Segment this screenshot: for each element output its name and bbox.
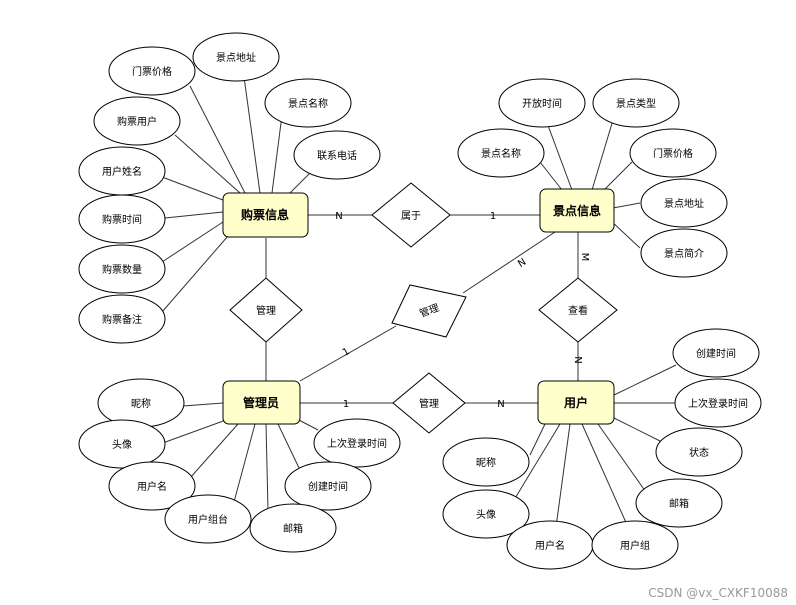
attr-ticket-price: 门票价格	[108, 46, 196, 96]
svg-text:头像: 头像	[476, 509, 496, 521]
attr-user-status: 状态	[655, 427, 743, 477]
attr-spot-ticket-price: 门票价格	[629, 128, 717, 178]
rel-manage-user: 管理	[392, 372, 466, 434]
svg-text:购票时间: 购票时间	[102, 213, 142, 226]
card-admin-manage-user: 1	[343, 399, 349, 410]
svg-text:上次登录时间: 上次登录时间	[327, 437, 387, 450]
svg-text:昵称: 昵称	[131, 397, 151, 410]
svg-text:景点类型: 景点类型	[616, 97, 656, 110]
attr-user-group: 用户组	[591, 520, 679, 570]
svg-text:景点名称: 景点名称	[288, 97, 328, 110]
card-ticket-belongs: N	[335, 211, 342, 222]
svg-text:创建时间: 创建时间	[308, 480, 348, 493]
svg-text:用户名: 用户名	[137, 480, 167, 493]
card-belongs-spot: 1	[490, 211, 496, 222]
attr-user-created: 创建时间	[672, 328, 760, 378]
attr-spot-open-time: 开放时间	[498, 78, 586, 128]
attr-user-username: 用户名	[506, 520, 594, 570]
rel-belongs: 属于	[371, 182, 451, 248]
attr-admin-user-group: 用户组台	[164, 494, 252, 544]
card-spot-view: M	[579, 253, 590, 262]
attr-admin-created: 创建时间	[284, 461, 372, 511]
attr-ticket-remark: 购票备注	[78, 294, 166, 344]
svg-text:景点简介: 景点简介	[664, 247, 704, 260]
attr-ticket-quantity: 购票数量	[78, 244, 166, 294]
ticket-attributes: 门票价格 景点地址 景点名称 购票用户 联系电话 用户姓名 购票时间 购票数量 …	[78, 32, 381, 344]
attr-spot-address: 景点地址	[640, 178, 728, 228]
admin-attributes: 昵称 头像 用户名 上次登录时间 创建时间 用户组台 邮箱	[78, 378, 401, 553]
attr-ticket-phone: 联系电话	[293, 130, 381, 180]
svg-text:开放时间: 开放时间	[522, 97, 562, 110]
attr-admin-avatar: 头像	[78, 419, 166, 469]
attr-spot-type: 景点类型	[592, 78, 680, 128]
attr-ticket-time: 购票时间	[78, 194, 166, 244]
attr-spot-intro: 景点简介	[640, 228, 728, 278]
svg-text:购票备注: 购票备注	[102, 313, 142, 326]
attr-user-avatar: 头像	[442, 489, 530, 539]
card-view-user: N	[572, 356, 583, 363]
attr-admin-nickname: 昵称	[97, 378, 185, 428]
entities: 购票信息 景点信息 管理员 用户	[222, 188, 615, 425]
entity-spot-info: 景点信息	[539, 188, 615, 233]
attr-admin-email: 邮箱	[249, 503, 337, 553]
svg-text:联系电话: 联系电话	[317, 149, 357, 162]
attr-user-email: 邮箱	[635, 478, 723, 528]
attr-ticket-user-name: 用户姓名	[78, 146, 166, 196]
entity-user: 用户	[537, 380, 615, 425]
svg-text:门票价格: 门票价格	[653, 147, 693, 160]
svg-text:昵称: 昵称	[476, 456, 496, 469]
attr-user-last-login: 上次登录时间	[674, 378, 762, 428]
svg-text:购票数量: 购票数量	[102, 263, 142, 276]
svg-text:用户组: 用户组	[620, 539, 650, 552]
svg-text:查看: 查看	[568, 304, 588, 317]
attr-admin-last-login: 上次登录时间	[313, 418, 401, 468]
svg-text:门票价格: 门票价格	[132, 65, 172, 78]
svg-text:购票用户: 购票用户	[117, 115, 157, 128]
card-spot-manage: N	[516, 257, 528, 270]
svg-text:景点名称: 景点名称	[481, 147, 521, 160]
card-manage-admin: 1	[341, 346, 352, 359]
user-attributes: 创建时间 上次登录时间 状态 昵称 头像 邮箱 用户名 用户组	[442, 328, 762, 570]
svg-text:管理员: 管理员	[243, 395, 279, 410]
svg-text:购票信息: 购票信息	[241, 207, 289, 222]
svg-text:用户姓名: 用户姓名	[102, 165, 142, 178]
svg-text:邮箱: 邮箱	[283, 522, 303, 535]
svg-text:景点地址: 景点地址	[216, 51, 256, 64]
svg-text:景点信息: 景点信息	[553, 203, 601, 218]
attr-ticket-spot-address: 景点地址	[192, 32, 280, 82]
attr-spot-name: 景点名称	[457, 128, 545, 178]
attr-user-nickname: 昵称	[442, 437, 530, 487]
rel-manage-spot: 管理	[391, 284, 467, 338]
spot-attributes: 开放时间 景点类型 景点名称 门票价格 景点地址 景点简介	[457, 78, 728, 278]
rel-view: 查看	[538, 277, 618, 343]
svg-text:邮箱: 邮箱	[669, 497, 689, 510]
svg-text:景点地址: 景点地址	[664, 197, 704, 210]
connector-lines	[159, 76, 678, 528]
svg-text:用户组台: 用户组台	[188, 513, 228, 526]
attr-ticket-spot-name: 景点名称	[264, 78, 352, 128]
svg-text:属于: 属于	[401, 210, 421, 222]
svg-text:创建时间: 创建时间	[696, 347, 736, 360]
entity-admin: 管理员	[222, 380, 301, 425]
svg-text:用户: 用户	[563, 395, 588, 410]
svg-text:上次登录时间: 上次登录时间	[688, 397, 748, 410]
watermark: CSDN @vx_CXKF10088	[648, 586, 788, 600]
svg-text:头像: 头像	[112, 439, 132, 451]
attr-ticket-buyer: 购票用户	[93, 96, 181, 146]
svg-text:管理: 管理	[419, 397, 439, 410]
attr-admin-username: 用户名	[108, 461, 196, 511]
relationships: 属于 管理 管理 查看 管理	[229, 182, 618, 434]
svg-text:状态: 状态	[689, 446, 709, 459]
rel-manage-ticket: 管理	[229, 277, 303, 343]
svg-text:用户名: 用户名	[535, 539, 565, 552]
entity-ticket-info: 购票信息	[222, 192, 309, 238]
card-manage-user: N	[497, 399, 504, 410]
svg-text:管理: 管理	[256, 304, 276, 317]
